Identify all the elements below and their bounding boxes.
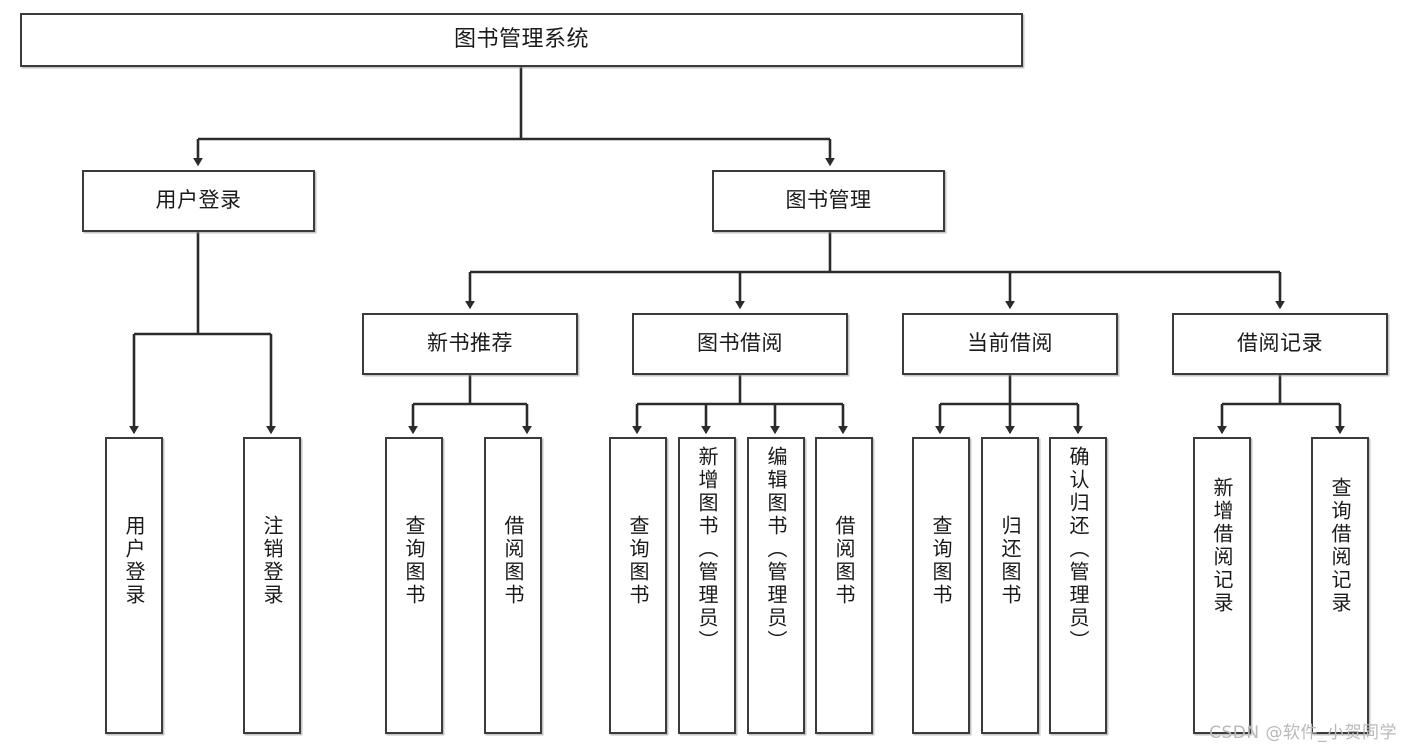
leaf-recommend-query-book-label: 查询图书 [402,515,426,607]
leaf-add-book-admin[interactable]: 新增图书（管理员） [678,437,736,734]
leaf-borrow-book[interactable]: 借阅图书 [815,437,873,734]
leaf-logout[interactable]: 注销登录 [243,437,301,734]
leaf-user-login[interactable]: 用户登录 [105,437,163,734]
node-user-login[interactable]: 用户登录 [82,170,315,232]
leaf-logout-label: 注销登录 [260,515,284,607]
leaf-borrow-query-book-label: 查询图书 [626,515,650,607]
node-root-book-management-system[interactable]: 图书管理系统 [20,13,1023,67]
node-root-label: 图书管理系统 [453,26,589,52]
leaf-add-borrow-record[interactable]: 新增借阅记录 [1193,437,1251,734]
leaf-return-book[interactable]: 归还图书 [981,437,1039,734]
leaf-query-borrow-record[interactable]: 查询借阅记录 [1311,437,1369,734]
leaf-user-login-label: 用户登录 [122,515,146,607]
node-new-book-recommend[interactable]: 新书推荐 [362,313,578,375]
node-book-management[interactable]: 图书管理 [712,170,945,232]
leaf-edit-book-admin[interactable]: 编辑图书（管理员） [747,437,805,734]
node-book-management-label: 图书管理 [785,188,872,213]
leaf-confirm-return-admin[interactable]: 确认归还（管理员） [1049,437,1107,734]
leaf-add-book-admin-label: 新增图书（管理员） [695,446,719,653]
node-borrow-record-label: 借阅记录 [1237,331,1323,356]
leaf-add-borrow-record-label: 新增借阅记录 [1210,477,1234,615]
leaf-edit-book-admin-label: 编辑图书（管理员） [764,446,788,653]
node-user-login-label: 用户登录 [155,188,242,213]
leaf-borrow-query-book[interactable]: 查询图书 [609,437,667,734]
csdn-watermark: CSDN @软件_小贺同学 [1209,723,1397,743]
leaf-query-borrow-record-label: 查询借阅记录 [1328,477,1352,615]
leaf-recommend-query-book[interactable]: 查询图书 [385,437,443,734]
node-borrow-record[interactable]: 借阅记录 [1172,313,1388,375]
leaf-recommend-borrow-book[interactable]: 借阅图书 [484,437,542,734]
leaf-recommend-borrow-book-label: 借阅图书 [501,515,525,607]
node-current-borrow-label: 当前借阅 [967,331,1053,356]
node-book-borrow-label: 图书借阅 [697,331,783,356]
leaf-return-book-label: 归还图书 [998,515,1022,607]
node-book-borrow[interactable]: 图书借阅 [632,313,848,375]
leaf-borrow-book-label: 借阅图书 [832,515,856,607]
node-current-borrow[interactable]: 当前借阅 [902,313,1118,375]
leaf-confirm-return-admin-label: 确认归还（管理员） [1066,446,1090,653]
leaf-current-query-book-label: 查询图书 [929,515,953,607]
node-new-book-recommend-label: 新书推荐 [427,331,513,356]
leaf-current-query-book[interactable]: 查询图书 [912,437,970,734]
